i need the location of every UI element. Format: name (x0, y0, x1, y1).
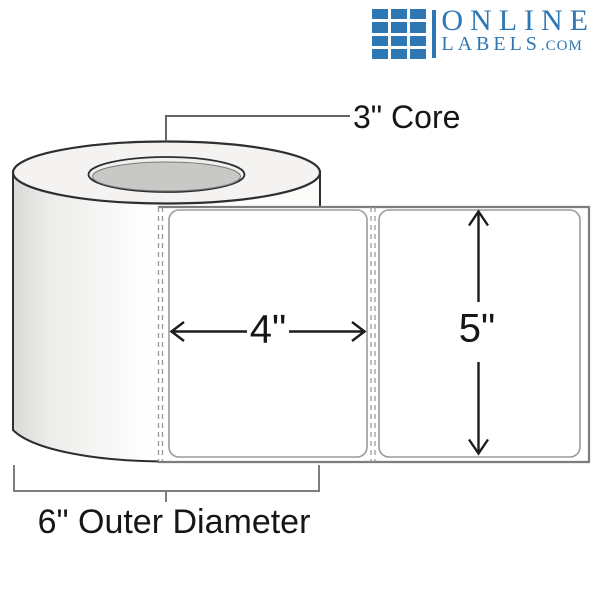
width-arrow (169, 321, 367, 342)
outer-diameter-dimension-label: 6" Outer Diameter (37, 503, 311, 541)
core-leader-line (165, 115, 350, 141)
perforation-left (157, 207, 164, 461)
logo-wordmark: ONLINE LABELS.COM (441, 4, 595, 55)
perforation-middle (370, 207, 376, 462)
grid-of-squares-icon (372, 9, 427, 59)
liner-strip-outline (158, 205, 591, 464)
height-arrow (468, 209, 489, 456)
label-height-dimension-label: 5" (458, 306, 496, 351)
onlinelabels-logo: ONLINE LABELS.COM (372, 4, 595, 59)
label-width-dimension-label: 4" (249, 307, 287, 352)
label-2 (378, 209, 581, 458)
logo-line2-suffix: .COM (540, 38, 583, 54)
label-1 (168, 209, 368, 458)
diameter-bracket (13, 465, 320, 502)
logo-line2-main: LABELS (441, 33, 541, 55)
core-dimension-label: 3" Core (353, 99, 461, 135)
logo-line2: LABELS.COM (441, 33, 595, 55)
logo-divider-bar (432, 10, 437, 58)
core-hole (92, 161, 241, 192)
logo-line1: ONLINE (441, 4, 595, 37)
